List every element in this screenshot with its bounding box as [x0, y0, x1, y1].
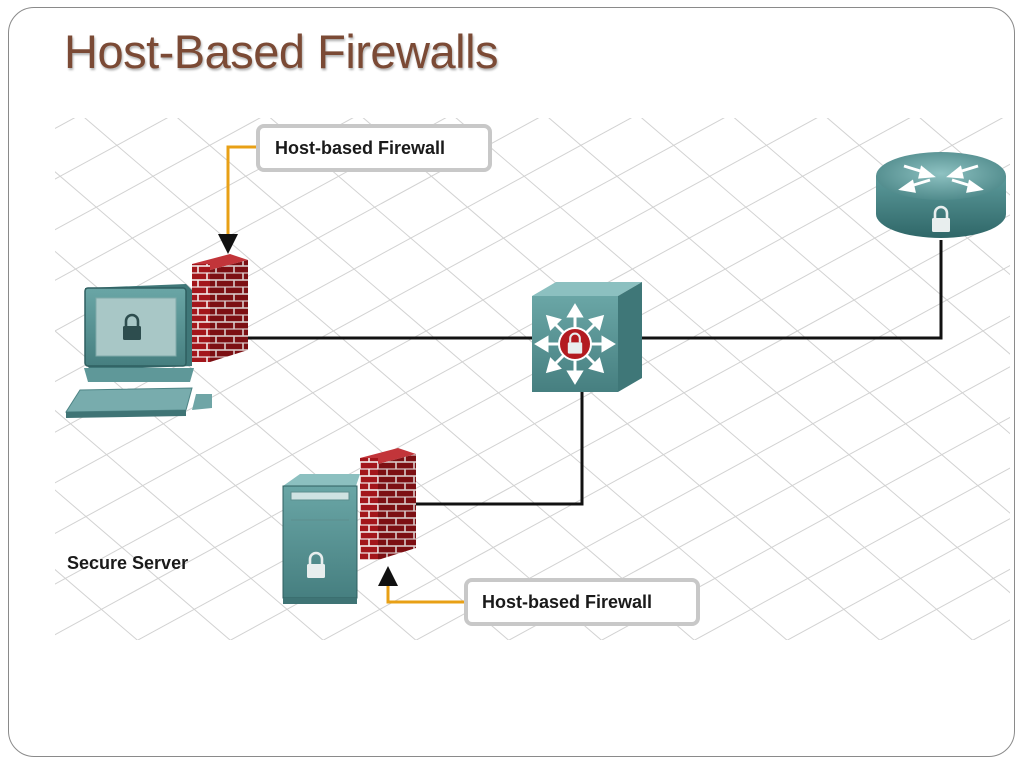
firewall-callout-server: Host-based Firewall [464, 578, 700, 626]
grid-line [527, 118, 1010, 640]
grid-line [55, 118, 572, 640]
grid-line [55, 118, 579, 640]
grid-line [249, 118, 950, 640]
firewall-callout-workstation: Host-based Firewall [256, 124, 492, 172]
callout-label-workstation: Host-based Firewall [275, 138, 445, 158]
switch-lock-icon [532, 282, 642, 392]
router-lock-icon [876, 152, 1006, 238]
grid-line [55, 118, 386, 640]
grid-line [55, 118, 850, 640]
network-links [248, 240, 943, 506]
grid-line [0, 100, 22, 700]
link-switch-router [642, 240, 943, 340]
grid-line [156, 118, 858, 640]
grid-line [55, 118, 294, 640]
computer-lock-icon [65, 284, 212, 418]
grid-line [55, 118, 394, 640]
grid-line [213, 118, 1010, 640]
server-firewall-icon [360, 448, 416, 560]
grid-line [55, 118, 479, 640]
grid-line [55, 118, 208, 640]
grid-line [770, 118, 1010, 640]
callout-connector-server [378, 566, 466, 604]
callout-label-server: Host-based Firewall [482, 592, 652, 612]
grid-line [584, 118, 1010, 640]
workstation-firewall-icon [192, 254, 248, 362]
grid-line [55, 118, 486, 640]
grid-line [0, 100, 14, 700]
slide-title: Host-Based Firewalls [64, 25, 499, 78]
grid-line [434, 118, 1010, 640]
server-label: Secure Server [67, 553, 188, 573]
callout-connector-workstation [218, 145, 258, 254]
server-lock-icon [282, 474, 360, 604]
grid-line [55, 118, 943, 640]
grid-line [55, 118, 301, 640]
grid-line [677, 118, 1010, 640]
grid-line [342, 118, 1010, 640]
grid-line [713, 118, 1010, 640]
grid-line [620, 118, 1010, 640]
grid-line [55, 118, 1010, 640]
link-switch-server [414, 392, 584, 506]
